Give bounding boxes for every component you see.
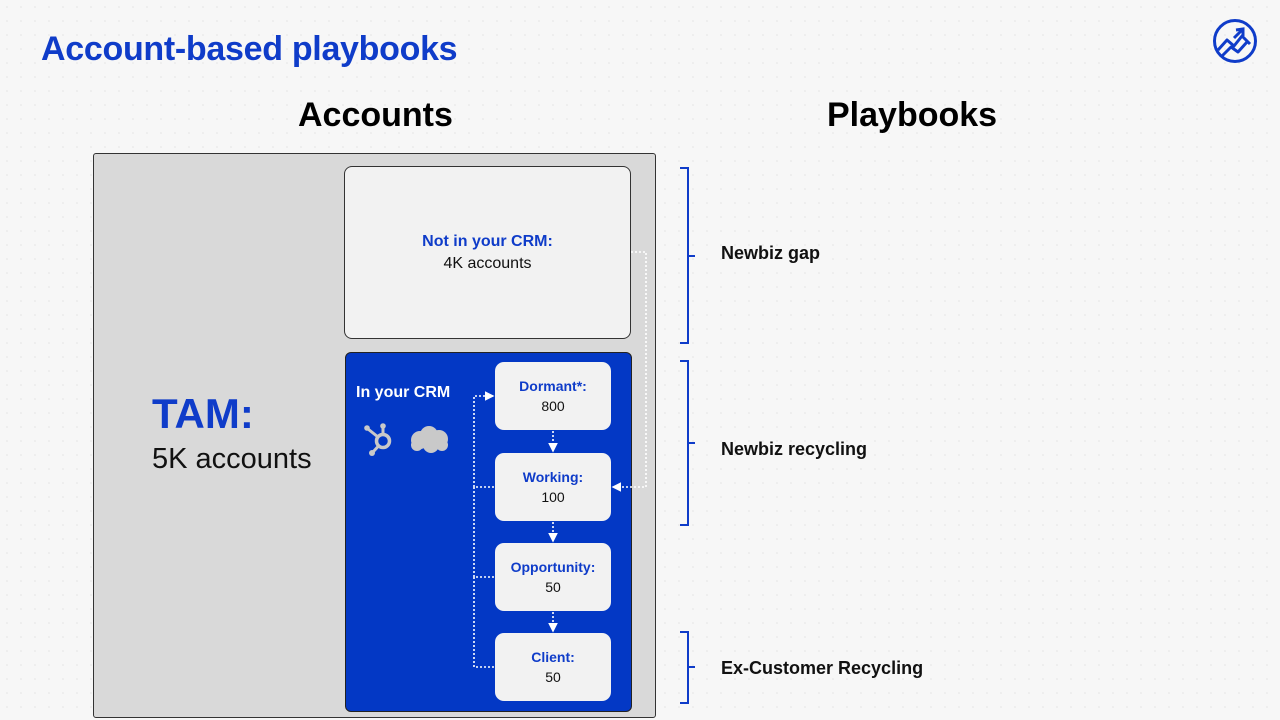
bracket-ex-customer — [680, 631, 695, 704]
stage-title: Dormant*: — [519, 378, 587, 394]
not-in-crm-title: Not in your CRM: — [422, 232, 553, 250]
tam-value: 5K accounts — [152, 443, 312, 475]
playbooks-header: Playbooks — [827, 96, 998, 134]
stage-value: 50 — [545, 669, 561, 685]
bracket-newbiz-gap — [680, 167, 695, 344]
arrow-working-loop — [473, 391, 495, 488]
bracket-newbiz-recycling — [680, 360, 695, 526]
stage-opportunity: Opportunity: 50 — [495, 543, 611, 611]
not-in-crm-box: Not in your CRM: 4K accounts — [344, 166, 631, 339]
stage-title: Opportunity: — [510, 559, 596, 575]
stage-title: Client: — [531, 649, 575, 665]
in-crm-label: In your CRM — [356, 384, 451, 401]
stage-client: Client: 50 — [495, 633, 611, 701]
hubspot-icon — [364, 423, 392, 456]
tam-label: TAM: — [152, 390, 254, 437]
playbook-newbiz-recycling: Newbiz recycling — [721, 439, 868, 459]
stage-working: Working: 100 — [495, 453, 611, 521]
stage-title: Working: — [522, 469, 584, 485]
stage-value: 50 — [545, 579, 561, 595]
page-title: Account-based playbooks — [41, 30, 458, 68]
stage-value: 100 — [541, 489, 565, 505]
arrow-client-loop — [473, 577, 494, 668]
arrow-not-in-crm-to-working — [611, 251, 647, 492]
playbook-newbiz-gap: Newbiz gap — [721, 243, 821, 263]
not-in-crm-value: 4K accounts — [443, 254, 532, 272]
salesforce-cloud-icon — [411, 426, 448, 453]
stage-dormant: Dormant*: 800 — [495, 362, 611, 430]
accounts-header: Accounts — [298, 96, 453, 134]
stage-value: 800 — [541, 398, 565, 414]
mountain-chart-logo-icon — [1213, 19, 1257, 63]
playbook-ex-customer-recycling: Ex-Customer Recycling — [721, 658, 924, 678]
